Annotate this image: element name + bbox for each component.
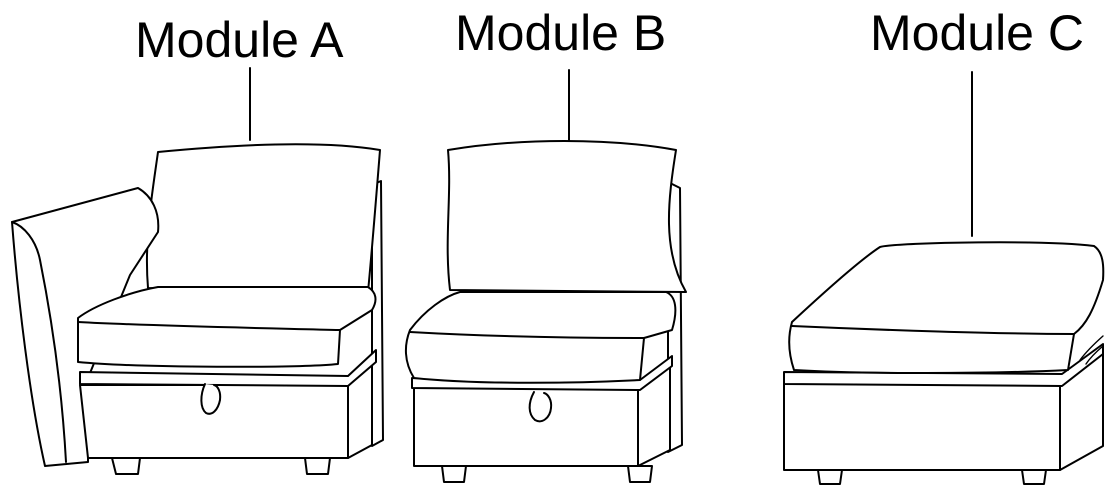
module-b-label: Module B <box>455 5 666 61</box>
module-b-pull-handle <box>528 391 553 423</box>
module-a-arm-front <box>11 221 67 463</box>
module-a-illustration: Module A <box>11 12 384 475</box>
module-a-foot <box>111 457 141 475</box>
module-c-base-band <box>783 343 1104 387</box>
module-c-strap <box>1079 335 1104 361</box>
module-c-foot <box>817 469 843 485</box>
module-a-back-cushion <box>145 143 381 293</box>
module-b-foot <box>441 465 467 483</box>
module-b-back-cushion <box>446 140 687 293</box>
module-c-illustration: Module C <box>783 5 1105 485</box>
module-c-cushion <box>788 241 1105 374</box>
module-c-label: Module C <box>870 5 1084 61</box>
module-a-label: Module A <box>135 12 344 68</box>
module-a-pull-handle <box>200 383 222 415</box>
module-a-foot <box>304 457 331 475</box>
module-b-illustration: Module B <box>404 5 687 483</box>
module-b-foot <box>627 465 653 483</box>
module-a-base-band <box>79 349 377 387</box>
module-c-foot <box>1021 469 1047 485</box>
